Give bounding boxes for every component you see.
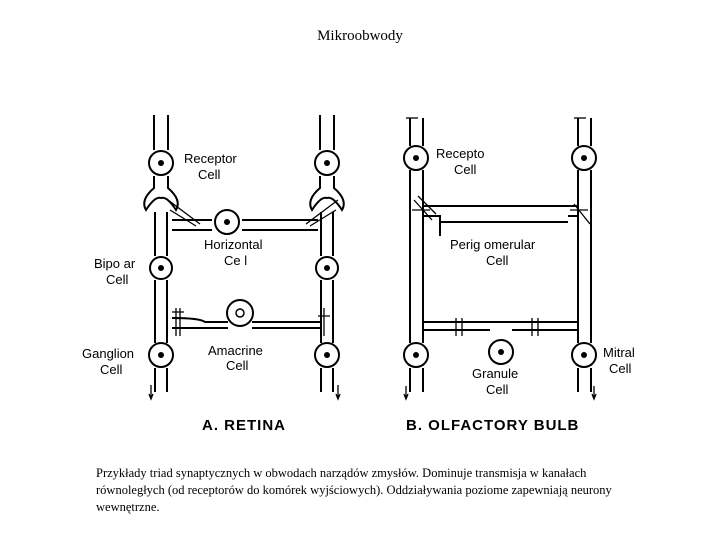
- receptor-label-a2: Cell: [198, 167, 221, 182]
- retina-left-column: [143, 115, 179, 401]
- bipolar-cell-right: [315, 256, 339, 280]
- bipolar-cell-left: [149, 256, 173, 280]
- olfactory-receptor-label-1: Recepto: [436, 146, 484, 161]
- horizontal-cell: [167, 199, 339, 235]
- ganglion-label-1: Ganglion: [82, 346, 134, 361]
- ganglion-cell-right: [314, 342, 340, 368]
- receptor-cell-left: [148, 150, 174, 176]
- bipolar-label-2: Cell: [106, 272, 129, 287]
- olfactory-left-column: [403, 117, 429, 401]
- olfactory-right-column: [571, 117, 597, 401]
- ganglion-cell-left: [148, 342, 174, 368]
- mitral-cell-left: [403, 342, 429, 368]
- olfactory-receptor-left: [403, 145, 429, 171]
- amacrine-cell: [171, 299, 330, 336]
- receptor-cell-right: [314, 150, 340, 176]
- page-title: Mikroobwody: [317, 28, 403, 44]
- receptor-label-a1: Receptor: [184, 151, 237, 166]
- olfactory-heading: B. OLFACTORY BULB: [406, 417, 579, 434]
- olfactory-receptor-right: [571, 145, 597, 171]
- amacrine-label-1: Amacrine: [208, 343, 263, 358]
- mitral-cell-right: [571, 342, 597, 368]
- olfactory-receptor-label-2: Cell: [454, 162, 477, 177]
- retina-panel: Receptor Cell Horizontal Ce l Bipo ar Ce…: [82, 115, 345, 434]
- granule-label-2: Cell: [486, 382, 509, 397]
- granule-label-1: Granule: [472, 366, 518, 381]
- mitral-label-2: Cell: [609, 361, 632, 376]
- ganglion-label-2: Cell: [100, 362, 123, 377]
- retina-heading: A. RETINA: [202, 417, 286, 434]
- amacrine-label-2: Cell: [226, 358, 249, 373]
- periglomerular-label-2: Cell: [486, 253, 509, 268]
- granule-cell: [423, 318, 578, 365]
- figure-caption: Przykłady triad synaptycznych w obwodach…: [96, 466, 612, 514]
- periglomerular-label-1: Perig omerular: [450, 237, 536, 252]
- olfactory-panel: Recepto Cell Perig omerular Cell Granule…: [403, 117, 635, 434]
- periglomerular-cell: [412, 195, 591, 236]
- horizontal-label-2: Ce l: [224, 253, 247, 268]
- mitral-label-1: Mitral: [603, 345, 635, 360]
- bipolar-label-1: Bipo ar: [94, 256, 136, 271]
- retina-right-column: [309, 115, 345, 401]
- horizontal-label-1: Horizontal: [204, 237, 263, 252]
